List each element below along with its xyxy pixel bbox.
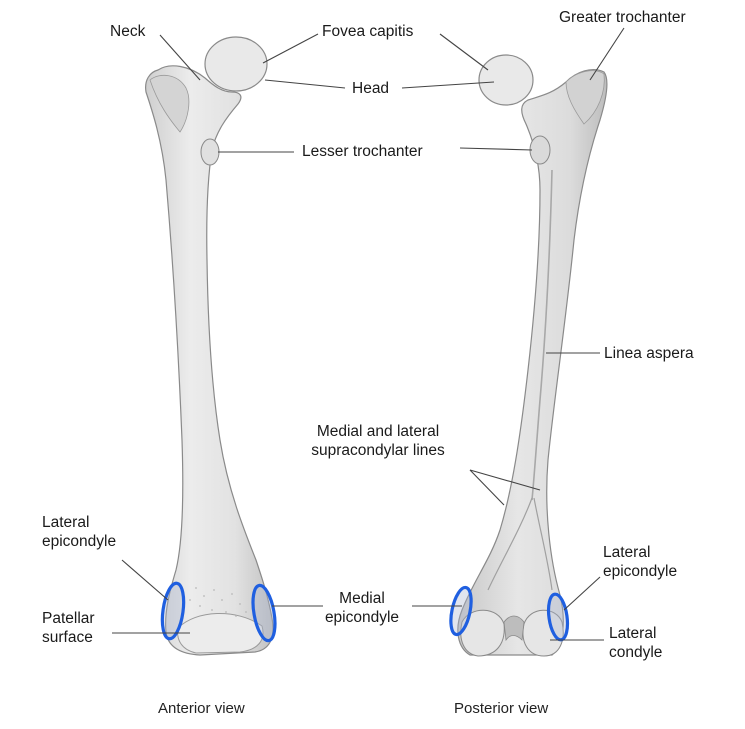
posterior-lateral-condyle (522, 609, 564, 657)
label-lateral-condyle: Lateral condyle (609, 625, 663, 661)
posterior-greater-trochanter (565, 70, 605, 125)
anterior-lateral-epicondyle-highlight (160, 581, 186, 641)
anterior-medial-epicondyle-highlight (251, 583, 277, 643)
leader-supracondylar-1 (469, 469, 505, 506)
posterior-medial-condyle (460, 609, 505, 657)
label-fovea-capitis: Fovea capitis (322, 23, 414, 40)
supracondylar-line-medial (487, 497, 533, 591)
supracondylar-line-lateral (533, 497, 553, 591)
leader-neck (159, 34, 201, 81)
leader-lesser-posterior (459, 147, 533, 151)
caption-posterior-view: Posterior view (454, 700, 549, 717)
anterior-lesser-trochanter (200, 138, 220, 166)
label-neck: Neck (110, 23, 146, 40)
label-linea-aspera: Linea aspera (604, 345, 694, 362)
posterior-lesser-trochanter (529, 135, 551, 165)
anterior-femur (145, 36, 277, 656)
anterior-bone-texture (189, 587, 247, 617)
label-head: Head (352, 80, 390, 97)
label-patellar-surface: Patellar surface (42, 610, 95, 646)
leader-lines (112, 27, 625, 641)
label-lateral-epicondyle-posterior: Lateral epicondyle (603, 544, 678, 580)
anterior-femoral-head (204, 36, 268, 92)
label-medial-epicondyle: Medial epicondyle (324, 590, 400, 626)
label-supracondylar-lines: Medial and lateral supracondylar lines (311, 423, 445, 459)
posterior-medial-epicondyle-highlight (449, 585, 473, 637)
label-greater-trochanter: Greater trochanter (559, 9, 686, 26)
leader-lateral-epicondyle-anterior (121, 559, 169, 601)
caption-anterior-view: Anterior view (158, 700, 245, 717)
leader-greater-trochanter (589, 27, 625, 81)
label-lesser-trochanter: Lesser trochanter (302, 143, 423, 160)
posterior-femoral-head (478, 54, 534, 106)
leader-fovea-anterior (262, 33, 319, 64)
leader-head-posterior (401, 81, 495, 89)
leader-supracondylar-2 (469, 469, 541, 491)
anterior-patellar-surface (177, 613, 264, 654)
posterior-femur (449, 54, 608, 657)
linea-aspera-ridge (531, 169, 553, 501)
leader-head-anterior (264, 79, 346, 89)
intercondylar-fossa (503, 615, 525, 642)
anterior-femur-body (145, 65, 274, 656)
leader-fovea-posterior (439, 33, 489, 71)
label-lateral-epicondyle-anterior: Lateral epicondyle (42, 514, 117, 550)
anterior-greater-trochanter (149, 74, 190, 133)
leader-lateral-epicondyle-posterior (563, 576, 601, 611)
